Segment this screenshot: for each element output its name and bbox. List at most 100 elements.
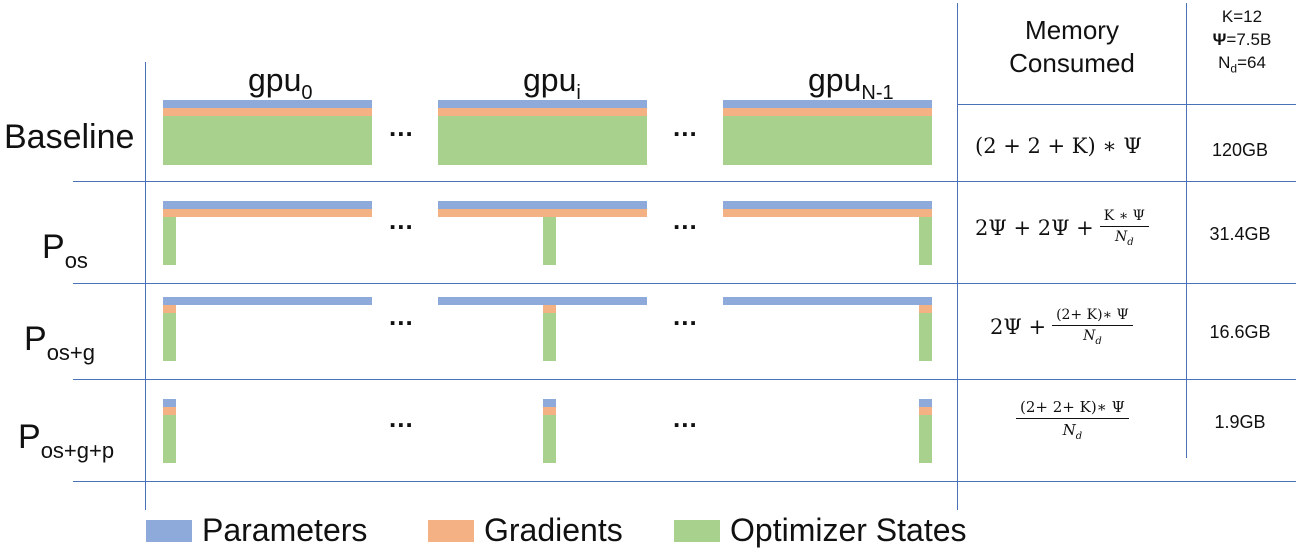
- grid-hline-row2: [73, 283, 1296, 284]
- pos-gpui-params: [438, 201, 647, 209]
- row-label-posg-base: P: [24, 320, 47, 358]
- ellipsis-r3-b: ...: [673, 403, 698, 433]
- gpu-0-header: gpu0: [248, 64, 313, 103]
- nd-value: =64: [1237, 52, 1266, 72]
- gpu-n-header: gpuN-1: [808, 64, 894, 103]
- grid-vline-values: [1186, 3, 1187, 458]
- posgp-gpui-params: [543, 399, 556, 407]
- ellipsis-r1-a: ...: [389, 205, 414, 235]
- posg-gpu0-grads: [163, 305, 176, 313]
- formula-pos: 2Ψ + 2Ψ + K ∗ Ψ Nd: [975, 208, 1149, 248]
- row-label-posgp-sub: os+g+p: [40, 438, 115, 463]
- const-nd: Nd=64: [1187, 52, 1297, 77]
- baseline-gpui-grads: [438, 108, 647, 116]
- posg-gpu0-optim: [163, 313, 176, 361]
- pos-gpui-optim: [543, 217, 556, 265]
- formula-posgp: (2+ 2+ K)∗ Ψ Nd: [1010, 398, 1129, 442]
- gpu-0-base: gpu: [248, 62, 302, 98]
- gpu-i-sub: i: [576, 82, 581, 104]
- formula-posgp-fraction: (2+ 2+ K)∗ Ψ Nd: [1016, 398, 1129, 442]
- row-label-posgp-base: P: [18, 418, 41, 456]
- legend-gradients-swatch: [428, 519, 474, 542]
- pos-gpui-grads: [438, 209, 647, 217]
- gpu-i-base: gpu: [523, 62, 577, 98]
- ellipsis-r3-a: ...: [389, 403, 414, 433]
- formula-posg-fraction: (2+ K)∗ Ψ Nd: [1052, 307, 1133, 347]
- formula-posg-numerator: (2+ K)∗ Ψ: [1052, 307, 1133, 326]
- nd-sub: d: [1230, 61, 1238, 76]
- legend-parameters-swatch: [146, 519, 192, 542]
- baseline-gpui-optim: [438, 116, 647, 165]
- value-baseline: 120GB: [1211, 140, 1269, 160]
- legend-optimizer-states: Optimizer States: [674, 512, 967, 549]
- row-label-posgp: Pos+g+p: [18, 420, 114, 462]
- const-psi: Ψ=7.5B: [1187, 29, 1297, 52]
- legend-optimizer-states-label: Optimizer States: [730, 512, 967, 548]
- row-label-pos-sub: os: [64, 248, 88, 273]
- grid-vline-memory: [957, 3, 958, 510]
- value-pos: 31.4GB: [1209, 224, 1271, 244]
- pos-gpu0-optim: [163, 217, 176, 265]
- posg-gpun-params: [723, 297, 932, 305]
- baseline-gpun-optim: [723, 116, 932, 165]
- formula-pos-lead: 2Ψ + 2Ψ +: [975, 215, 1094, 240]
- psi-symbol: Ψ: [1212, 29, 1227, 49]
- formula-posgp-numerator: (2+ 2+ K)∗ Ψ: [1016, 398, 1129, 419]
- posg-gpui-optim: [543, 313, 556, 361]
- row-label-baseline: Baseline: [4, 120, 134, 154]
- formula-pos-denominator: Nd: [1115, 227, 1134, 248]
- formula-baseline: (2 + 2 + K) ∗ Ψ: [975, 134, 1142, 158]
- formula-posgp-den-sub: d: [1075, 431, 1083, 442]
- pos-gpun-params: [723, 201, 932, 209]
- pos-gpu0-params: [163, 201, 372, 209]
- posgp-gpun-params: [919, 399, 932, 407]
- posgp-gpu0-params: [163, 399, 176, 407]
- formula-posg-den-sub: d: [1095, 335, 1102, 347]
- posgp-gpui-optim: [543, 415, 556, 463]
- ellipsis-r0-b: ...: [673, 112, 698, 142]
- memory-header-line1: Memory: [1025, 15, 1119, 45]
- formula-pos-fraction: K ∗ Ψ Nd: [1099, 208, 1149, 248]
- posg-gpui-params: [438, 297, 647, 305]
- row-label-baseline-text: Baseline: [4, 118, 135, 156]
- formula-pos-numerator: K ∗ Ψ: [1099, 208, 1149, 227]
- gpu-0-sub: 0: [301, 82, 313, 104]
- baseline-gpu0-params: [163, 100, 372, 108]
- ellipsis-r2-a: ...: [389, 301, 414, 331]
- baseline-gpu0-grads: [163, 108, 372, 116]
- baseline-gpun-params: [723, 100, 932, 108]
- posgp-gpu0-grads: [163, 407, 176, 415]
- const-k: K=12: [1221, 7, 1263, 26]
- row-label-posg-sub: os+g: [46, 340, 96, 365]
- grid-hline-header: [957, 104, 1296, 105]
- legend-optimizer-states-swatch: [674, 519, 720, 542]
- ellipsis-r0-a: ...: [389, 112, 414, 142]
- pos-gpun-optim: [919, 217, 932, 265]
- baseline-gpui-params: [438, 100, 647, 108]
- posgp-gpun-grads: [919, 407, 932, 415]
- row-label-pos-base: P: [42, 228, 65, 266]
- posg-gpun-grads: [919, 305, 932, 313]
- pos-gpu0-grads: [163, 209, 372, 217]
- formula-pos-den-sub: d: [1127, 236, 1134, 248]
- formula-posg-lead: 2Ψ +: [990, 314, 1047, 339]
- formula-posg-den-base: N: [1083, 328, 1096, 344]
- value-posgp: 1.9GB: [1214, 412, 1266, 432]
- memory-consumed-header: Memory Consumed: [958, 14, 1186, 79]
- formula-posg: 2Ψ + (2+ K)∗ Ψ Nd: [990, 307, 1133, 347]
- baseline-gpun-grads: [723, 108, 932, 116]
- formula-posg-denominator: Nd: [1083, 326, 1102, 347]
- gpu-n-sub: N-1: [861, 82, 894, 104]
- grid-hline-row1: [73, 181, 1296, 182]
- grid-vline-left: [145, 62, 146, 510]
- value-posg: 16.6GB: [1209, 322, 1271, 342]
- row-label-pos: Pos: [42, 230, 88, 272]
- posg-gpui-grads: [543, 305, 556, 313]
- legend-gradients: Gradients: [428, 512, 623, 549]
- posg-gpu0-params: [163, 297, 372, 305]
- gpu-i-header: gpui: [523, 64, 581, 103]
- legend-parameters-label: Parameters: [202, 512, 368, 548]
- psi-value: =7.5B: [1226, 29, 1272, 49]
- posg-gpun-optim: [919, 313, 932, 361]
- ellipsis-r2-b: ...: [673, 301, 698, 331]
